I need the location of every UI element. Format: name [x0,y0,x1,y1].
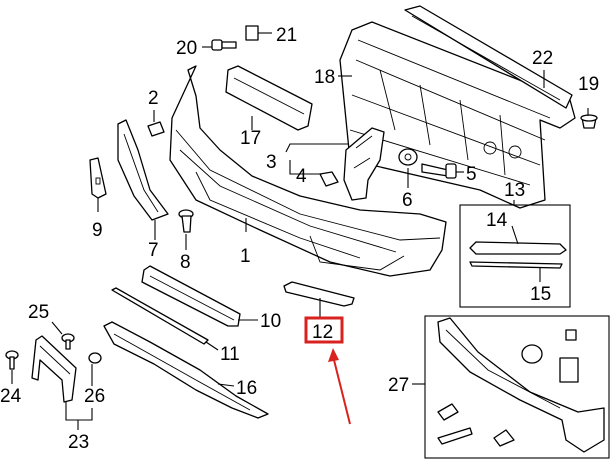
callout-11: 11 [220,344,240,365]
callout-19: 19 [578,74,599,95]
callout-numbers: 1 2 3 4 5 6 7 8 9 10 11 12 13 14 15 16 1… [0,25,599,453]
skid-plate-kit-part [437,317,605,453]
kit-nut-part [565,329,577,341]
leader-lines [11,32,589,430]
washer-part [398,148,418,166]
callout-12: 12 [312,322,333,343]
skid-plate-part [103,321,269,419]
highlight-arrow-line [332,355,351,425]
callout-26: 26 [84,386,105,407]
highlight-box [304,316,344,344]
callout-21: 21 [276,25,297,46]
nut-part-21 [245,25,259,41]
callout-4: 4 [296,166,307,187]
callout-5: 5 [466,164,477,185]
grille-strip-part [469,261,563,269]
reinforcement-bar-part [339,5,576,209]
callout-13: 13 [504,180,525,201]
clip-part-19 [580,114,598,129]
grille-insert-part [469,241,567,255]
callout-7: 7 [148,240,159,261]
screw-part-24 [5,350,19,370]
lower-mount-bracket-part [31,335,77,403]
small-plate-part [89,157,107,199]
molding-part [283,281,355,307]
trim-strip-part [111,287,209,345]
callout-23: 23 [68,432,89,453]
callout-16: 16 [236,378,257,399]
callout-24: 24 [0,386,22,407]
bolt-part-20 [211,39,237,51]
clip-part-2 [147,121,165,137]
kit-box-27 [424,315,610,459]
kit-bumper-stop-part [521,344,543,364]
callout-10: 10 [260,311,281,332]
callout-2: 2 [148,88,159,109]
kit-bracket-part [559,357,579,383]
callout-20: 20 [176,38,197,59]
lower-grille-part [141,265,241,327]
callout-9: 9 [92,220,103,241]
callout-14: 14 [486,210,508,231]
kit-box-13 [459,204,571,308]
center-bracket-part [225,65,313,131]
callout-18: 18 [314,67,335,88]
callout-1: 1 [240,246,251,267]
callout-25: 25 [28,302,49,323]
highlight-arrow-head [328,348,339,362]
bumper-cover-part [169,65,447,277]
push-pin-part [178,209,194,233]
kit-screw-part [437,403,459,421]
callout-17: 17 [240,128,261,149]
mount-bracket-part [319,127,385,201]
highlight-callout-12 [304,316,351,425]
callout-8: 8 [180,252,191,273]
clip-part-26 [88,352,102,364]
callout-3: 3 [266,152,277,173]
bolt-part-5 [421,163,457,179]
side-bracket-part [117,119,169,221]
callout-22: 22 [532,48,553,69]
clip-part-25 [61,333,75,350]
kit-clip-part [493,429,515,447]
kit-rivet-part [437,427,473,445]
callout-27: 27 [388,375,409,396]
callout-15: 15 [530,284,551,305]
callout-6: 6 [402,190,413,211]
